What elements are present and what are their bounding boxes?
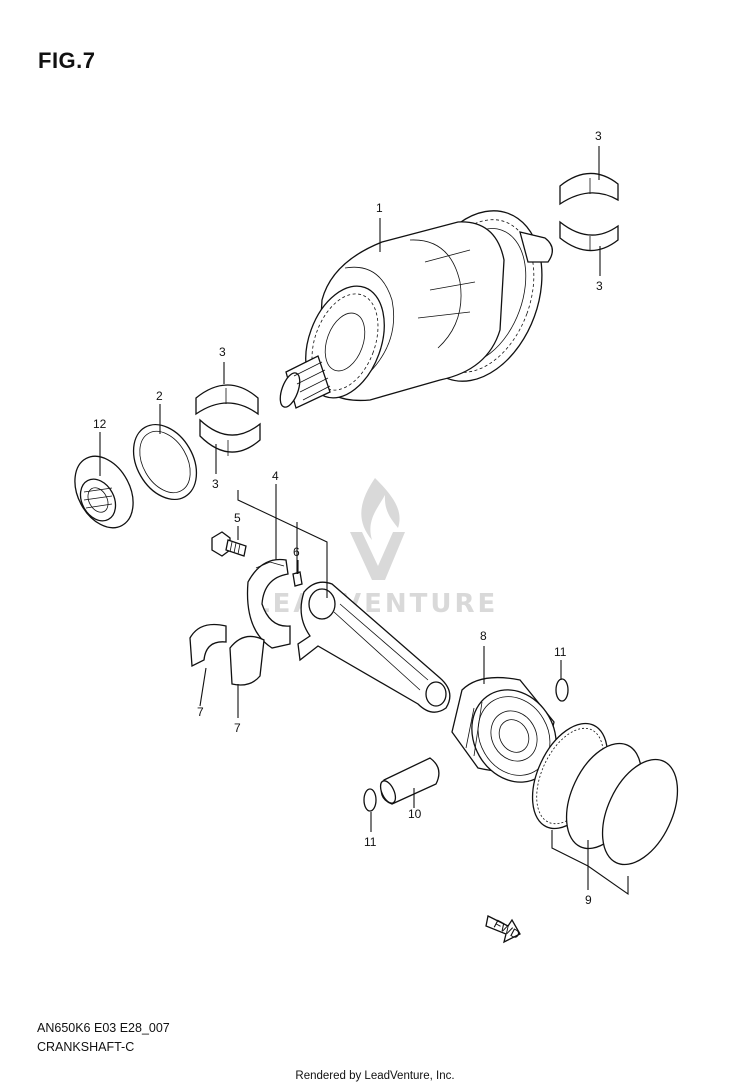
callout-7-right: 7 [234, 721, 241, 735]
thrust-washer-part[interactable] [121, 413, 209, 510]
callout-5: 5 [234, 511, 241, 525]
callout-8: 8 [480, 629, 487, 643]
figure-title: FIG.7 [38, 48, 96, 73]
callout-3-left-top: 3 [219, 345, 226, 359]
crankshaft-part[interactable] [276, 193, 564, 410]
watermark-text: LEADVENTURE [253, 589, 498, 619]
callout-2: 2 [156, 389, 163, 403]
callout-3-upper-right: 3 [596, 279, 603, 293]
callout-9: 9 [585, 893, 592, 907]
callout-1: 1 [376, 201, 383, 215]
callout-12: 12 [93, 417, 107, 431]
callout-4: 4 [272, 469, 279, 483]
conrod-bearing-halves[interactable] [189, 623, 265, 686]
leader-lines [99, 146, 629, 896]
callout-3-top: 3 [595, 129, 602, 143]
callout-3-left-bottom: 3 [212, 477, 219, 491]
piston-pin-part[interactable] [377, 757, 440, 805]
bearing-left[interactable] [195, 384, 261, 456]
gear-part[interactable] [63, 446, 145, 538]
circlip-right[interactable] [555, 678, 569, 702]
bolt-part[interactable] [211, 531, 247, 557]
callout-11-left: 11 [364, 835, 377, 849]
circlip-left[interactable] [363, 788, 377, 812]
bearing-upper-right[interactable] [559, 172, 619, 252]
callout-11-right: 11 [554, 645, 567, 659]
callout-numbers: 1 3 3 3 3 2 12 4 5 6 7 7 8 11 10 11 9 [93, 129, 603, 907]
watermark-logo: LEADVENTURE [253, 478, 498, 619]
callout-6: 6 [293, 545, 300, 559]
render-credit: Rendered by LeadVenture, Inc. [295, 1070, 455, 1082]
diagram-code: AN650K6 E03 E28_007 [37, 1021, 170, 1035]
piston-rings-part[interactable] [517, 712, 692, 877]
fwd-arrow-icon: FWD [485, 915, 522, 944]
pin-part[interactable] [292, 571, 303, 587]
conrod-part[interactable] [297, 581, 451, 713]
diagram-name: CRANKSHAFT-C [37, 1040, 135, 1054]
callout-10: 10 [408, 807, 422, 821]
callout-7-left: 7 [197, 705, 204, 719]
